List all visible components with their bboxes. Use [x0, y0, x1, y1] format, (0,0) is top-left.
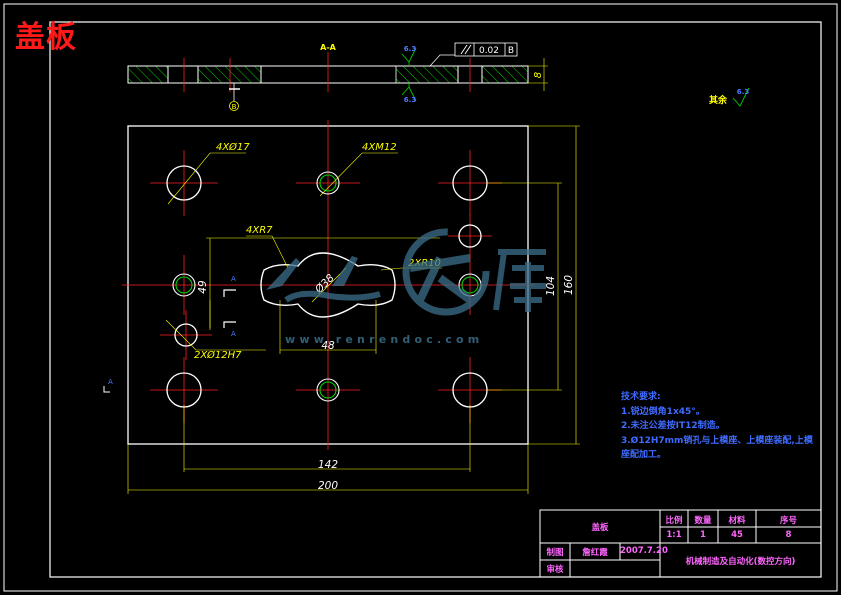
drawing-title: 盖板 [15, 20, 77, 55]
tb-h-qty: 数量 [694, 516, 712, 526]
roughness-top-value: 6.3 [404, 45, 417, 53]
roughness-bottom-value: 6.3 [404, 96, 417, 104]
tb-school: 机械制造及自动化(数控方向) [685, 557, 796, 567]
tb-h-scale: 比例 [665, 516, 683, 526]
tb-h-material: 材料 [728, 516, 746, 526]
hole-d17-top-left [166, 165, 202, 201]
notes-heading: 技术要求: [621, 392, 661, 402]
dim-4xr7: 4XR7 [246, 225, 273, 236]
tolerance-value: 0.02 [479, 46, 499, 56]
dim-49: 49 [197, 280, 209, 294]
technical-notes: 技术要求: 1.锐边倒角1x45°。 2.未注公差按IT12制造。 3.Ø12H… [621, 390, 821, 463]
dim-4xm12: 4XM12 [362, 142, 397, 153]
section-mark-a-left: A [108, 378, 113, 386]
tb-r-design: 制图 [546, 548, 564, 558]
section-aa-label: A-A [320, 43, 337, 52]
tb-part-name: 盖板 [591, 523, 609, 533]
title-block-grid [539, 509, 822, 578]
section-mark-a-2: A [231, 330, 236, 338]
section-mark-a: A [231, 275, 236, 283]
roughness-remaining-label: 其余 [709, 96, 728, 106]
plan-view: A A A [103, 120, 580, 494]
center-opening [260, 252, 396, 318]
pin-hole-left [174, 323, 198, 347]
tb-v-no: 8 [785, 530, 792, 540]
outer-border [3, 3, 838, 592]
tb-v-qty: 1 [700, 530, 706, 540]
tb-v-scale: 1:1 [666, 530, 682, 540]
roughness-remaining-symbol: 6.3 [732, 87, 750, 107]
tb-v-material: 45 [731, 530, 743, 540]
hole-d17-top-right [452, 165, 488, 201]
datum-b-label: B [232, 103, 237, 111]
dim-2xd12h7: 2XØ12H7 [194, 349, 242, 361]
note-2: 2.未注公差按IT12制造。 [621, 421, 725, 431]
dim-48: 48 [321, 340, 335, 352]
note-3: 3.Ø12H7mm销孔与上模座、上模座装配,上模座配加工。 [621, 435, 813, 461]
tolerance-datum: B [508, 46, 514, 56]
section-view: B A-A 8 6.3 6.3 0.02 B [127, 42, 548, 111]
pin-hole-right [458, 224, 482, 248]
dim-104: 104 [545, 276, 557, 296]
tb-designer: 詹红霞 [582, 548, 608, 558]
tb-date: 2007.7.20 [620, 546, 668, 556]
tb-h-no: 序号 [779, 516, 797, 526]
dim-4xd17: 4XØ17 [216, 141, 250, 153]
inner-frame [49, 21, 822, 578]
note-1: 1.锐边倒角1x45°。 [621, 406, 705, 417]
tb-r-check: 审核 [546, 565, 564, 575]
watermark-url: www.renrendoc.com [285, 333, 484, 346]
dim-200: 200 [318, 480, 338, 492]
dim-thickness: 8 [533, 72, 544, 78]
roughness-remaining-value: 6.3 [737, 88, 750, 96]
watermark-logo [266, 228, 546, 316]
dim-142: 142 [318, 459, 338, 471]
dim-160: 160 [563, 275, 575, 295]
